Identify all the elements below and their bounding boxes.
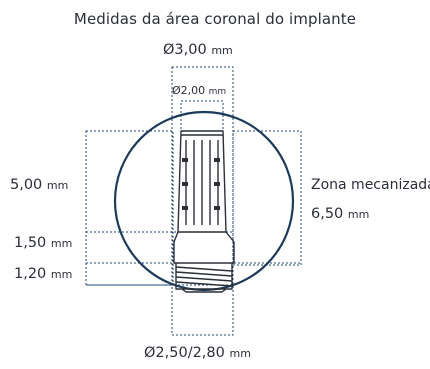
inner-diameter-guide — [180, 100, 224, 132]
bottom-diameters-label: Ø2,50/2,80 mm — [144, 345, 251, 361]
top-inner-diameter-label: Ø2,00 mm — [172, 84, 227, 97]
height-middle-label: 1,50 mm — [14, 235, 73, 251]
height-lower-label: 1,20 mm — [14, 266, 73, 282]
zone-value-label: 6,50 mm — [311, 206, 370, 222]
zone-guide-right — [232, 130, 302, 266]
implant-drawing — [173, 130, 235, 293]
zone-guide-left — [85, 130, 174, 286]
top-outer-diameter-label: Ø3,00 mm — [163, 42, 233, 58]
height-upper-label: 5,00 mm — [10, 177, 69, 193]
diagram-title: Medidas da área coronal do implante — [73, 10, 357, 28]
zone-title-label: Zona mecanizada — [311, 177, 430, 193]
outer-diameter-guide — [171, 66, 234, 336]
detail-circle — [113, 110, 295, 292]
